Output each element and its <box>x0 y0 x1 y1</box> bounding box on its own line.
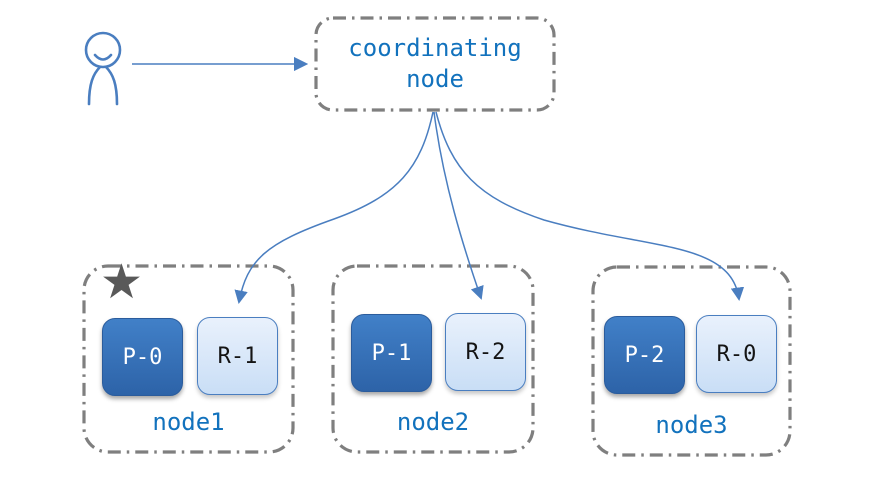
shard-r1-label: R-1 <box>217 343 258 369</box>
shard-r0-label: R-0 <box>716 341 757 367</box>
shard-p1-label: P-1 <box>371 340 412 366</box>
shard-p1: P-1 <box>351 314 432 392</box>
edge-coordinator-to-r0 <box>435 111 745 302</box>
shard-p2-label: P-2 <box>624 342 665 368</box>
node3-label: node3 <box>655 411 728 439</box>
coordinator-label: coordinating node <box>316 18 554 110</box>
edge-coordinator-to-r1 <box>234 111 434 304</box>
shard-r1: R-1 <box>197 317 278 395</box>
shard-p2: P-2 <box>604 316 685 394</box>
node2-label: node2 <box>396 408 470 436</box>
node1-box <box>82 264 295 454</box>
node1-label: node1 <box>152 408 225 436</box>
node3-box <box>591 265 792 457</box>
shard-p0: P-0 <box>102 318 183 396</box>
shard-r2: R-2 <box>445 313 526 391</box>
node2-box <box>331 264 535 454</box>
shard-r0: R-0 <box>696 315 777 393</box>
coordinator-label-text: coordinating node <box>348 34 522 93</box>
coordinator-box <box>314 16 556 112</box>
person-icon <box>84 31 122 106</box>
master-star-icon: ★ <box>100 254 144 310</box>
shard-p0-label: P-0 <box>122 344 163 370</box>
edge-coordinator-to-r2 <box>433 111 484 300</box>
shard-r2-label: R-2 <box>465 339 506 365</box>
